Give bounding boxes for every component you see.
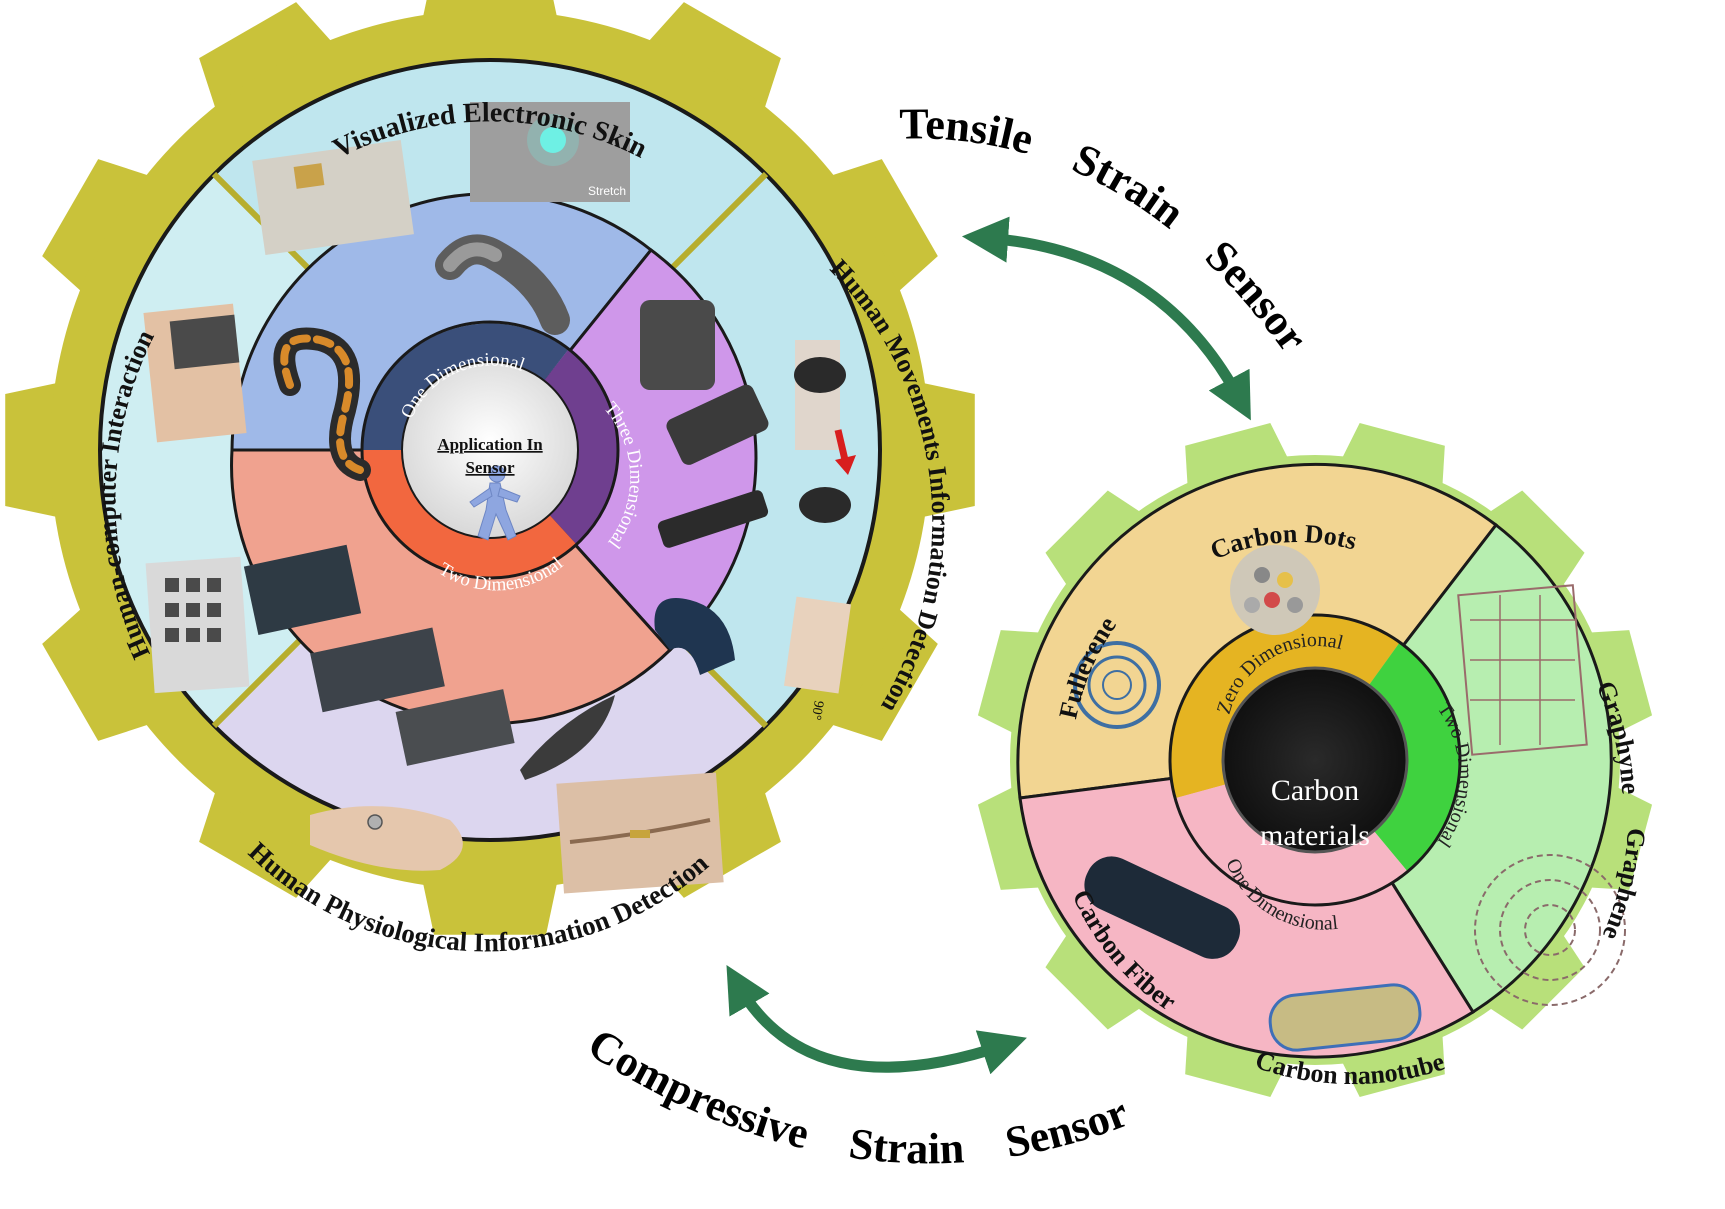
gear-tooth	[1045, 922, 1153, 1030]
compressive-double-arrow	[726, 964, 1027, 1075]
application-hub	[401, 361, 579, 539]
three-dim-sponge-image	[640, 300, 715, 390]
hub-title-line1: Application In	[437, 435, 543, 454]
physiological-photo-neck	[556, 772, 724, 894]
three-dim-foam-image	[666, 384, 769, 465]
gear-tooth	[1477, 922, 1585, 1030]
gear-tooth	[1045, 490, 1153, 598]
two-dim-mesh-image	[243, 544, 362, 636]
tensile-label-text: Tensile Strain Sensor	[899, 99, 1317, 360]
carbon-dots-image	[1230, 545, 1320, 635]
two-dim-fabric-image	[395, 689, 515, 766]
tensile-strain-sensor-label: Tensile Strain Sensor	[899, 99, 1317, 360]
electronic-skin-photo-stretch: Stretch	[470, 102, 630, 202]
movement-photo-shoes	[794, 340, 856, 523]
photo-caption-angle: 90°	[808, 699, 826, 721]
three-dim-bar-image	[657, 490, 769, 548]
three-dim-block-image	[654, 598, 735, 675]
movement-photo-arm: 90°	[783, 596, 851, 721]
carbon-fiber-image	[1084, 856, 1241, 959]
photo-caption-stretch: Stretch	[588, 184, 626, 198]
compressive-strain-sensor-label: Compressive Strain Sensor	[580, 1019, 1135, 1174]
one-dim-fiber-image	[273, 327, 371, 481]
graphyne-image	[1457, 584, 1588, 756]
two-dim-leaf-image	[520, 695, 615, 780]
graphene-image	[1474, 854, 1626, 1006]
carbon-hub	[1221, 666, 1409, 854]
compressive-label-text: Compressive Strain Sensor	[580, 1019, 1135, 1174]
hub-title-line2: Sensor	[465, 458, 515, 477]
one-dim-yarn-image	[435, 234, 570, 335]
carbon-hub-title-line1: Carbon	[1271, 774, 1359, 807]
hci-photo-hand	[143, 303, 247, 443]
fullerene-image	[1073, 641, 1161, 729]
gear-tooth	[1477, 490, 1585, 598]
physiological-photo-wrist	[310, 806, 463, 871]
electronic-skin-photo-arm	[252, 140, 414, 255]
running-figure-icon	[469, 465, 521, 541]
carbon-hub-title-line2: materials	[1260, 819, 1370, 852]
carbon-nanotube-image	[1268, 983, 1422, 1052]
application-gear: Application In Sensor One Dimensional Th…	[5, 0, 975, 957]
tensile-double-arrow	[961, 216, 1251, 421]
carbon-gear: Carbon materials Zero Dimensional Two Di…	[977, 422, 1653, 1098]
hci-photo-keypad	[145, 556, 250, 694]
sector-two-dimensional-carbon	[1313, 522, 1613, 1015]
two-dim-film-image	[310, 627, 445, 713]
